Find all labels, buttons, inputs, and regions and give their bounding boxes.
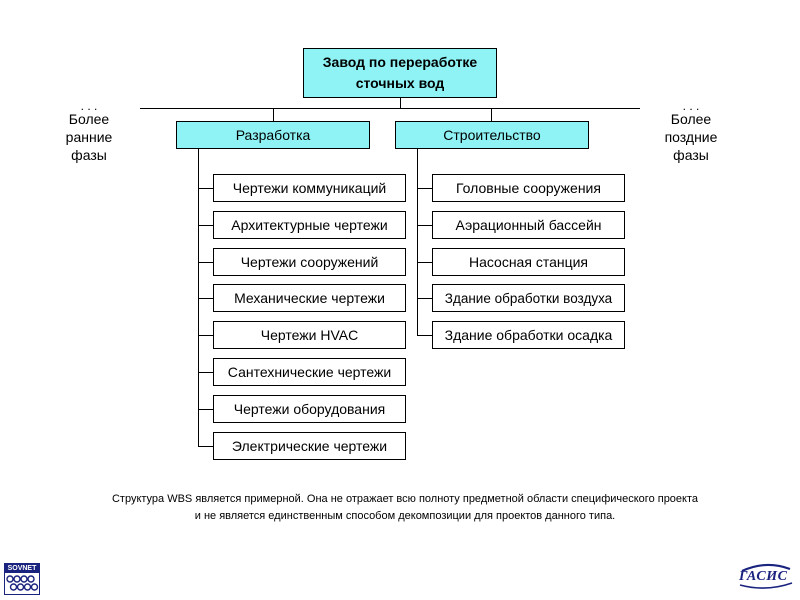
root-node-line2: сточных вод — [355, 75, 445, 91]
root-stem — [400, 98, 401, 108]
construction-item-label: Аэрационный бассейн — [455, 217, 602, 233]
level1-bus — [140, 108, 640, 109]
development-item-label: Электрические чертежи — [231, 438, 388, 454]
tick — [417, 262, 432, 263]
sovnet-logo-text: SOVNET — [5, 564, 39, 573]
development-item: Чертежи сооружений — [213, 248, 406, 276]
construction-item-label: Здание обработки воздуха — [444, 290, 613, 306]
development-item: Чертежи оборудования — [213, 395, 406, 423]
development-item-label: Чертежи коммуникаций — [232, 180, 387, 196]
construction-item-label: Здание обработки осадка — [444, 327, 613, 343]
construction-item-label: Головные сооружения — [456, 180, 601, 196]
root-node-line1: Завод по переработке — [322, 54, 478, 70]
category-development-label: Разработка — [235, 127, 311, 143]
development-item-label: Архитектурные чертежи — [231, 217, 388, 233]
development-item: Архитектурные чертежи — [213, 211, 406, 239]
tick — [198, 262, 213, 263]
earlier-phases-line1: Более — [68, 111, 110, 127]
later-phases-line2: поздние — [664, 129, 718, 145]
gasis-logo-text: ГАСИС — [739, 569, 788, 584]
stem-development — [273, 108, 274, 121]
earlier-phases-line3: фазы — [71, 147, 107, 163]
category-construction: Строительство — [395, 121, 589, 149]
construction-item: Аэрационный бассейн — [432, 211, 625, 239]
tick — [198, 298, 213, 299]
later-phases-line3: фазы — [673, 147, 709, 163]
earlier-phases-label: . . . Более ранние фазы — [54, 102, 124, 164]
tick — [417, 335, 432, 336]
tick — [417, 298, 432, 299]
gasis-swoosh-icon — [739, 563, 793, 589]
gasis-logo: ГАСИС — [736, 562, 794, 590]
tick — [198, 372, 213, 373]
sovnet-rings-icon — [6, 575, 39, 591]
construction-item: Насосная станция — [432, 248, 625, 276]
development-item-label: Механические чертежи — [234, 290, 385, 306]
stem-construction — [491, 108, 492, 121]
later-phases-dots: . . . — [682, 102, 700, 110]
later-phases-label: . . . Более поздние фазы — [656, 102, 726, 164]
construction-item: Здание обработки воздуха — [432, 284, 625, 312]
development-item-label: Чертежи оборудования — [233, 401, 386, 417]
tick — [198, 446, 213, 447]
later-phases-line1: Более — [670, 111, 712, 127]
construction-item: Здание обработки осадка — [432, 321, 625, 349]
development-item: Электрические чертежи — [213, 432, 406, 460]
earlier-phases-dots: . . . — [80, 102, 98, 110]
construction-item-label: Насосная станция — [468, 254, 589, 270]
development-item-label: Чертежи сооружений — [240, 254, 379, 270]
development-item: Чертежи HVAC — [213, 321, 406, 349]
construction-item: Головные сооружения — [432, 174, 625, 202]
development-item-label: Чертежи HVAC — [260, 327, 359, 343]
construction-spine — [417, 149, 418, 336]
development-item: Механические чертежи — [213, 284, 406, 312]
earlier-phases-line2: ранние — [65, 129, 113, 145]
category-construction-label: Строительство — [443, 127, 541, 143]
development-item: Сантехнические чертежи — [213, 358, 406, 386]
category-development: Разработка — [176, 121, 370, 149]
disclaimer-note: Структура WBS является примерной. Она не… — [111, 493, 699, 522]
tick — [198, 225, 213, 226]
root-node: Завод по переработке сточных вод — [303, 48, 497, 98]
sovnet-logo: SOVNET — [4, 563, 40, 595]
development-item-label: Сантехнические чертежи — [227, 364, 392, 380]
development-item: Чертежи коммуникаций — [213, 174, 406, 202]
tick — [198, 409, 213, 410]
tick — [417, 225, 432, 226]
tick — [417, 188, 432, 189]
tick — [198, 188, 213, 189]
tick — [198, 335, 213, 336]
